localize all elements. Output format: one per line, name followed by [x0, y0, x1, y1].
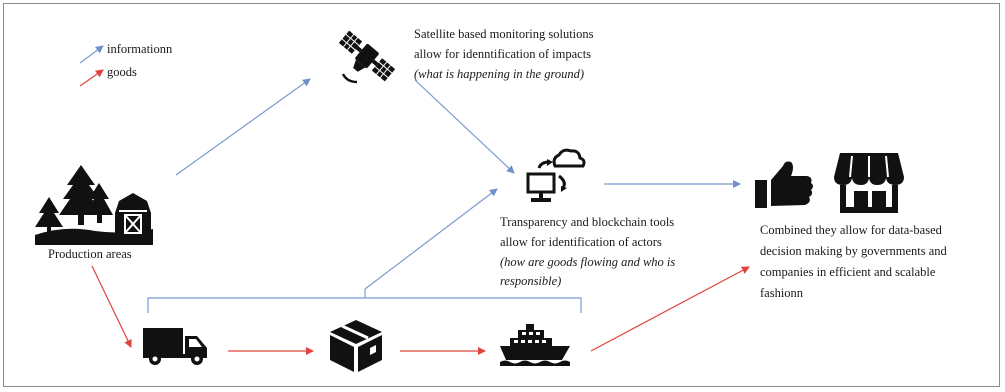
outcome-text-line3: companies in efficient and scalable — [760, 265, 936, 279]
cloud-computer-sync-icon — [526, 148, 586, 202]
ship-icon — [500, 324, 570, 366]
diagram-frame — [3, 3, 1000, 387]
arrow-ship-to-outcome — [590, 266, 750, 352]
legend-goods-label: goods — [107, 65, 137, 79]
legend-goods-arrow — [79, 69, 104, 87]
outcome-text-line2: decision making by governments and — [760, 244, 947, 258]
arrow-satellite-to-computer — [414, 79, 515, 174]
arrow-production-to-truck — [91, 265, 132, 348]
arrow-transport-to-computer — [364, 188, 498, 290]
legend-information-arrow — [79, 45, 104, 64]
satellite-text-line1: Satellite based monitoring solutions — [414, 27, 594, 41]
blockchain-text-note1: (how are goods flowing and who is — [500, 255, 676, 269]
blockchain-text-line1: Transparency and blockchain tools — [500, 215, 675, 229]
legend-information-label: informationn — [107, 42, 173, 56]
satellite-icon — [338, 30, 396, 84]
transport-bracket — [147, 289, 582, 313]
blockchain-text-line2: allow for identification of actors — [500, 235, 662, 249]
outcome-text-line1: Combined they allow for data-based — [760, 223, 942, 237]
arrow-production-to-satellite — [175, 78, 311, 176]
production-label: Production areas — [48, 247, 132, 261]
farm-forest-barn-icon — [35, 165, 153, 245]
blockchain-text-note2: responsible) — [500, 274, 562, 288]
store-icon — [834, 153, 904, 213]
satellite-text-note: (what is happening in the ground) — [414, 67, 585, 81]
truck-icon — [143, 328, 207, 365]
satellite-text-line2: allow for idenntification of impacts — [414, 47, 592, 61]
outcome-text-line4: fashionn — [760, 286, 804, 300]
package-box-icon — [330, 320, 382, 372]
thumbs-up-icon — [755, 161, 813, 208]
